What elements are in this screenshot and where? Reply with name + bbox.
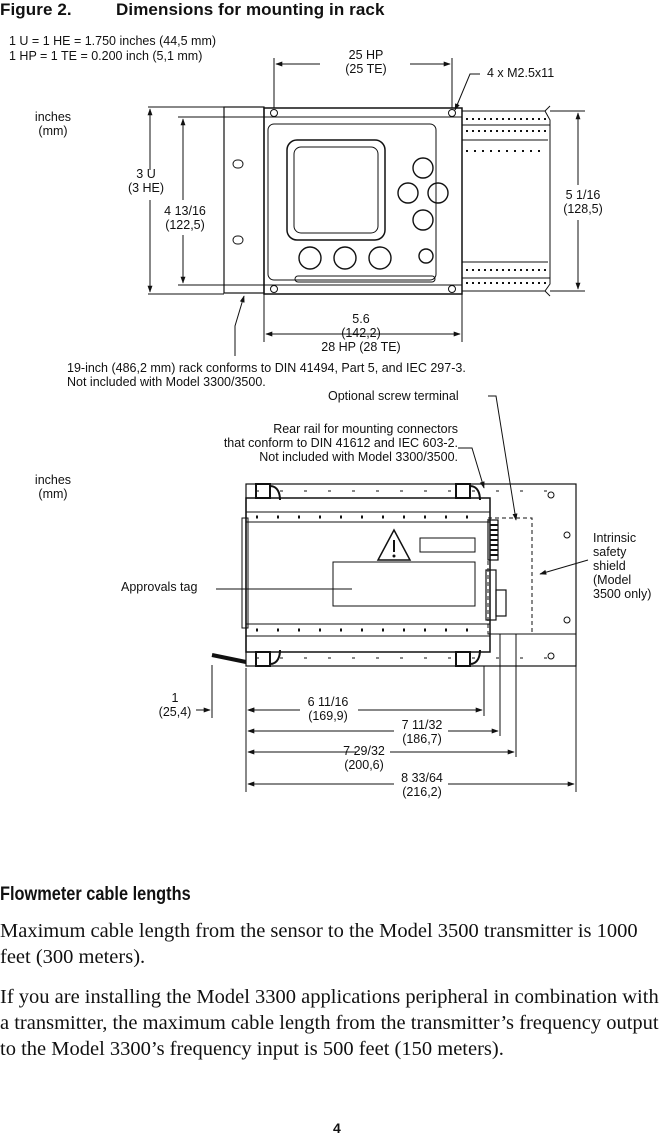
- shield-line-4: (Model: [593, 573, 632, 587]
- side-units-label: inches (mm): [28, 473, 78, 501]
- dim-c-label: 7 11/32 (186,7): [392, 718, 452, 746]
- section-heading: Flowmeter cable lengths: [0, 884, 191, 905]
- paragraph-1: Maximum cable length from the sensor to …: [0, 920, 638, 968]
- screw-icon: [448, 109, 456, 117]
- dim-d-label: 7 29/32 (200,6): [334, 744, 394, 772]
- warning-icon: [376, 528, 412, 561]
- dim-c-mm: (186,7): [402, 732, 442, 746]
- side-units-mm: (mm): [38, 487, 68, 501]
- bottom-width-mm: (142,2): [341, 326, 381, 340]
- figure-label: Figure 2.: [0, 0, 72, 19]
- rack-note-1: 19-inch (486,2 mm) rack conforms to DIN …: [67, 361, 466, 375]
- unit-note-2: 1 HP = 1 TE = 0.200 inch (5,1 mm): [9, 49, 203, 63]
- shield-line-1: Intrinsic: [593, 531, 637, 545]
- dim-d-mm: (200,6): [344, 758, 384, 772]
- shield-line-2: safety: [593, 545, 627, 559]
- rear-rail-line-2: that conform to DIN 41612 and IEC 603-2.: [223, 436, 458, 450]
- rack-note-2: Not included with Model 3300/3500.: [67, 375, 266, 389]
- dim-b-mm: (169,9): [308, 709, 348, 723]
- dim-a-mm: (25,4): [158, 705, 192, 719]
- dim-d-inch: 7 29/32: [343, 744, 385, 758]
- bottom-width-label: 5.6 (142,2) 28 HP (28 TE): [306, 312, 416, 354]
- units-label: inches (mm): [28, 110, 78, 138]
- figure-title: Figure 2. Dimensions for mounting in rack: [0, 0, 385, 20]
- rack-front-view: [147, 58, 585, 356]
- te-width-value: (25 TE): [345, 62, 387, 76]
- height-u-label: 3 U (3 HE): [116, 167, 176, 195]
- screw-icon: [270, 109, 278, 117]
- dim-b-label: 6 11/16 (169,9): [298, 695, 358, 723]
- units-inches: inches: [34, 110, 72, 124]
- module-side-view: [196, 395, 589, 792]
- rear-rail-label: Rear rail for mounting connectors that c…: [150, 422, 458, 464]
- unit-note-1: 1 U = 1 HE = 1.750 inches (44,5 mm): [9, 34, 217, 48]
- dim-c-inch: 7 11/32: [401, 718, 443, 732]
- units-mm: (mm): [38, 124, 68, 138]
- shield-line-5: 3500 only): [593, 587, 652, 601]
- shield-label: Intrinsic safety shield (Model 3500 only…: [593, 531, 651, 601]
- mounting-drawing: [147, 58, 589, 792]
- screw-icon: [448, 285, 456, 293]
- height-inch-label: 4 13/16 (122,5): [152, 204, 218, 232]
- height-inch-value: 4 13/16: [164, 204, 206, 218]
- optional-screw-label: Optional screw terminal: [328, 389, 459, 403]
- side-units-inches: inches: [34, 473, 72, 487]
- height-he-value: (3 HE): [127, 181, 165, 195]
- rear-rail-line-3: Not included with Model 3300/3500.: [259, 450, 458, 464]
- hp-width-label: 25 HP (25 TE): [334, 48, 398, 76]
- dim-e-inch: 8 33/64: [401, 771, 443, 785]
- dim-a-inch: 1: [171, 691, 179, 705]
- right-height-mm: (128,5): [563, 202, 603, 216]
- bottom-width-hp: 28 HP (28 TE): [321, 340, 401, 354]
- dim-e-label: 8 33/64 (216,2): [392, 771, 452, 799]
- paragraph-2: If you are installing the Model 3300 app…: [0, 986, 659, 1060]
- height-mm-value: (122,5): [165, 218, 205, 232]
- approvals-tag-label: Approvals tag: [121, 580, 198, 594]
- right-height-value: 5 1/16: [565, 188, 601, 202]
- screw-icon: [270, 285, 278, 293]
- right-height-label: 5 1/16 (128,5): [553, 188, 613, 216]
- hp-width-value: 25 HP: [348, 48, 384, 62]
- dim-e-mm: (216,2): [402, 785, 442, 799]
- height-u-value: 3 U: [136, 167, 156, 181]
- shield-line-3: shield: [593, 559, 626, 573]
- display-window: [286, 139, 386, 241]
- dim-b-inch: 6 11/16: [307, 695, 349, 709]
- page-number: 4: [333, 1120, 341, 1136]
- bottom-width-value: 5.6: [352, 312, 370, 326]
- screws-label: 4 x M2.5x11: [487, 66, 555, 80]
- rear-rail-line-1: Rear rail for mounting connectors: [273, 422, 458, 436]
- dim-a-label: 1 (25,4): [150, 691, 200, 719]
- figure-caption: Dimensions for mounting in rack: [116, 0, 385, 19]
